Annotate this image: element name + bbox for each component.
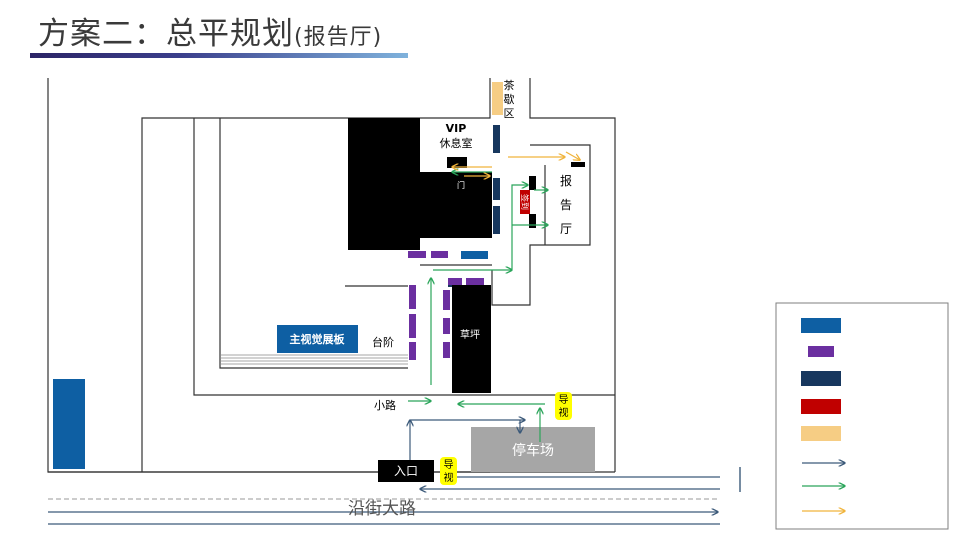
- tea-area-block: [492, 82, 503, 115]
- legend-swatch-blue: [801, 318, 841, 333]
- street-label: 沿街大路: [348, 499, 416, 519]
- report-hall-char-3: 厅: [560, 222, 572, 236]
- guide-right-char-1: 导: [559, 394, 569, 406]
- vip-door-block: [447, 157, 467, 168]
- parking-label: 停车场: [512, 442, 554, 459]
- page-title: 方案二：总平规划(报告厅): [38, 8, 382, 53]
- legend-swatch-red: [801, 399, 841, 414]
- path-label: 小路: [374, 399, 396, 412]
- purple-items: [408, 251, 484, 360]
- side-building: [420, 172, 492, 238]
- lawn-label: 草坪: [460, 328, 480, 341]
- guide-right-char-2: 视: [559, 406, 569, 419]
- hall-side-tag: 签到: [520, 194, 530, 210]
- signin-desk-bottom: [529, 214, 536, 228]
- report-hall-char-1: 报: [560, 173, 572, 188]
- legend-swatch-navy: [801, 371, 841, 386]
- parking: [471, 427, 595, 472]
- steps-label: 台阶: [372, 335, 394, 349]
- tea-area-char-3: 区: [504, 107, 515, 120]
- guide-sign-right: [555, 392, 572, 420]
- site-outer-boundary: [47, 78, 490, 473]
- vip-lounge-label: 休息室: [440, 136, 473, 150]
- main-board: [277, 325, 358, 353]
- guide-sign-entrance: [440, 457, 457, 485]
- courtyard-inner: [219, 118, 408, 369]
- site-outlines: [47, 78, 616, 473]
- title-underline: [30, 53, 408, 58]
- tea-area-char-2: 歇: [504, 93, 515, 106]
- page-title-sub: (报告厅): [294, 25, 383, 50]
- flow-green-up-hall: [511, 185, 528, 270]
- right-boundary: [529, 78, 616, 472]
- report-hall-char-2: 告: [560, 198, 572, 212]
- legend-swatch-purple: [808, 346, 834, 357]
- guide-entrance-char-2: 视: [444, 471, 454, 484]
- entrance: [378, 460, 434, 482]
- legend-frame: [775, 302, 949, 530]
- flow-orange-to-hall: [565, 151, 580, 160]
- legend-swatch-yellow: [801, 426, 841, 441]
- lawn: [452, 285, 491, 393]
- page-title-main: 方案二：总平规划: [38, 16, 294, 52]
- signin-desk-red: [520, 190, 530, 214]
- vip-label: VIP: [446, 122, 467, 135]
- corridor-board: [461, 251, 488, 259]
- hall-door-mark: [571, 162, 585, 167]
- legend: [775, 302, 949, 530]
- steps-lines: [220, 354, 408, 365]
- door-marker-label: 门: [457, 180, 465, 190]
- courtyard-outline: [193, 118, 415, 396]
- main-building: [348, 118, 420, 250]
- inner-building-outline: [141, 78, 491, 472]
- tea-area-char-1: 茶: [504, 79, 515, 92]
- entrance-label: 入口: [394, 464, 418, 478]
- hall-corridor-outline: [491, 144, 591, 306]
- guide-entrance-char-1: 导: [444, 459, 454, 471]
- left-blue-board: [53, 379, 85, 469]
- signin-desk-top: [529, 176, 536, 190]
- main-board-label: 主视觉展板: [290, 332, 346, 346]
